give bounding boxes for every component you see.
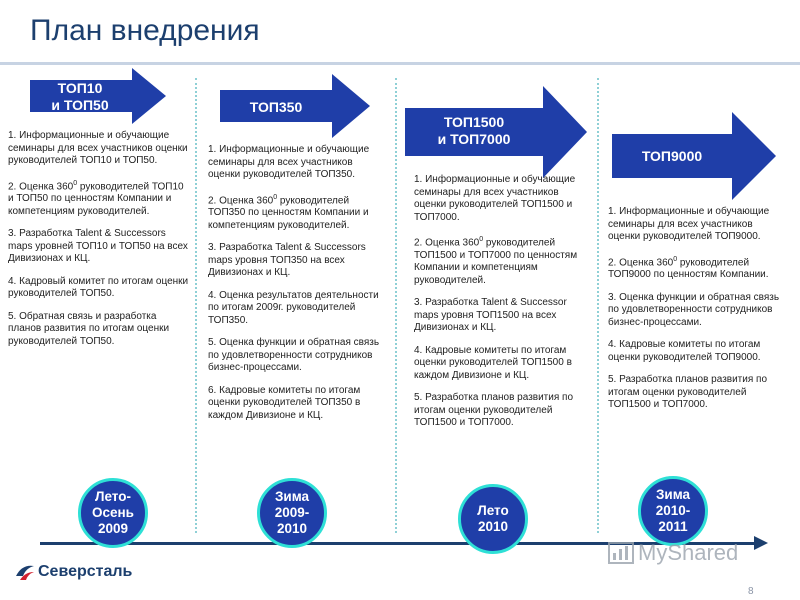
page-title: План внедрения (30, 14, 260, 47)
watermark-text: MyShared (638, 540, 739, 565)
step-item: 4. Кадровые комитеты по итогам оценки ру… (414, 344, 572, 381)
step-item: 1. Информационные и обучающие семинары д… (608, 206, 770, 242)
arrow-label: ТОП10 и ТОП50 (51, 80, 109, 113)
period-circle-winter-2009-2010: Зима 2009- 2010 (257, 478, 327, 548)
company-logo: Северсталь (14, 562, 132, 582)
page-number: 8 (748, 586, 754, 597)
step-item: 4. Кадровый комитет по итогам оценки рук… (8, 275, 189, 300)
step-item: 1. Информационные и обучающие семинары д… (414, 174, 576, 223)
timeline-line (40, 542, 760, 545)
period-circle-winter-2010-2011: Зима 2010- 2011 (638, 476, 708, 546)
logo-mark-icon (16, 565, 34, 580)
column-top1500: 1. Информационные и обучающие семинары д… (414, 174, 592, 440)
step-item: 3. Разработка Talent & Successor maps ур… (414, 297, 567, 334)
step-item: 2. Оценка 3600 руководителей ТОП10 и ТОП… (8, 179, 184, 217)
arrow-label: ТОП9000 (641, 147, 703, 164)
column-top10: 1. Информационные и обучающие семинары д… (8, 130, 190, 358)
step-item: 2. Оценка 3600 руководителей ТОП9000 по … (608, 255, 769, 281)
step-item: 1. Информационные и обучающие семинары д… (208, 144, 370, 180)
arrow-shape (612, 112, 776, 200)
step-item: 5. Оценка функции и обратная связь по уд… (208, 337, 380, 374)
arrow-label: ТОП350 (249, 98, 303, 115)
arrow-shape (405, 86, 587, 178)
column-divider (597, 78, 599, 533)
arrow-shape (30, 68, 166, 124)
step-item: 6. Кадровые комитеты по итогам оценки ру… (208, 384, 361, 421)
step-item: 3. Разработка Talent & Successors maps у… (208, 242, 366, 279)
step-item: 5. Обратная связь и разработка планов ра… (8, 310, 170, 347)
arrow-shape (220, 74, 370, 138)
watermark: MyShared (608, 540, 738, 566)
logo-text: Северсталь (38, 563, 133, 580)
column-top9000: 1. Информационные и обучающие семинары д… (608, 206, 786, 422)
step-item: 5. Разработка планов развития по итогам … (608, 374, 768, 411)
period-circle-summer-2010: Лето 2010 (458, 484, 528, 554)
step-item: 3. Разработка Talent & Successors maps у… (8, 228, 188, 265)
column-divider (195, 78, 197, 533)
arrow-label: ТОП1500 и ТОП7000 (437, 114, 511, 147)
column-top350: 1. Информационные и обучающие семинары д… (208, 144, 386, 432)
step-item: 4. Оценка результатов деятельности по ит… (208, 289, 379, 326)
period-circle-summer-autumn-2009: Лето- Осень 2009 (78, 478, 148, 548)
column-divider (395, 78, 397, 533)
step-item: 4. Кадровые комитеты по итогам оценки ру… (608, 339, 761, 363)
step-item: 2. Оценка 3600 руководителей ТОП350 по ц… (208, 193, 369, 231)
step-item: 1. Информационные и обучающие семинары д… (8, 130, 188, 166)
timeline-arrowhead (754, 536, 768, 550)
chart-icon (608, 542, 634, 564)
step-item: 5. Разработка планов развития по итогам … (414, 392, 574, 429)
title-underline (0, 62, 800, 65)
step-item: 3. Оценка функции и обратная связь по уд… (608, 291, 780, 328)
step-item: 2. Оценка 3600 руководителей ТОП1500 и Т… (414, 236, 578, 286)
